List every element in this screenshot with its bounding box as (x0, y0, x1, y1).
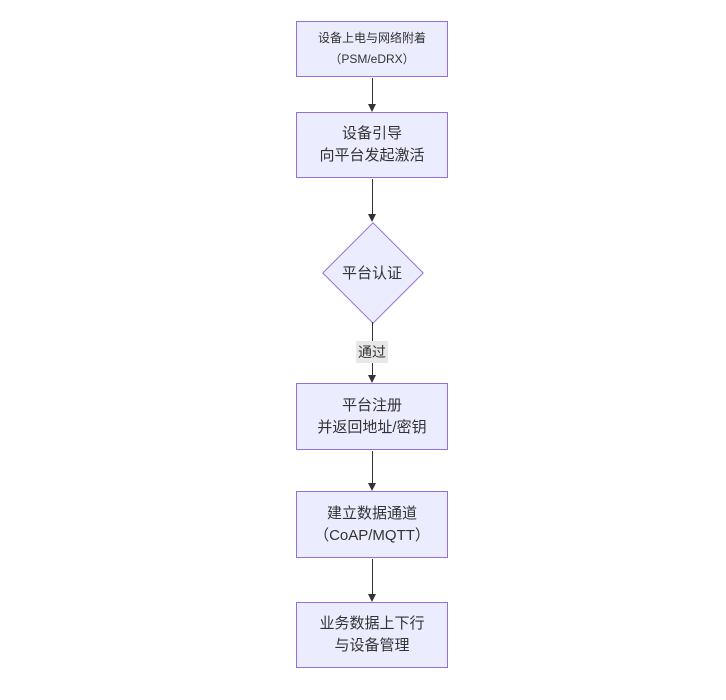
node-data-channel-line1: 建立数据通道 (326, 504, 417, 522)
arrowhead-down-icon (368, 104, 376, 112)
node-data-channel-line2: （CoAP/MQTT） (314, 526, 430, 544)
node-platform-register-line1: 平台注册 (341, 396, 402, 414)
arrow-5 (368, 559, 377, 602)
node-data-channel: 建立数据通道 （CoAP/MQTT） (296, 491, 448, 558)
node-business-data: 业务数据上下行 与设备管理 (296, 602, 448, 668)
node-power-attach: 设备上电与网络附着 （PSM/eDRX） (296, 21, 448, 77)
arrow-4-line (372, 451, 373, 484)
edge-label-pass: 通过 (356, 341, 388, 363)
arrow-4 (368, 451, 377, 491)
node-bootstrap-activate-line2: 向平台发起激活 (319, 147, 425, 164)
node-power-attach-line2: （PSM/eDRX） (329, 52, 415, 66)
node-business-data-line1: 业务数据上下行 (319, 615, 425, 632)
decision-platform-auth-label: 平台认证 (341, 264, 402, 282)
arrow-1-line (372, 78, 373, 105)
arrow-2 (368, 179, 377, 222)
node-power-attach-line1: 设备上电与网络附着 (317, 31, 426, 45)
arrowhead-down-icon (368, 214, 376, 222)
arrowhead-down-icon (368, 483, 376, 491)
node-platform-register-line2: 并返回地址/密钥 (317, 418, 427, 436)
arrowhead-down-icon (368, 375, 376, 383)
node-business-data-line2: 与设备管理 (334, 637, 410, 654)
arrow-1 (368, 78, 377, 112)
arrow-2-line (372, 179, 373, 215)
arrowhead-down-icon (368, 594, 376, 602)
node-bootstrap-activate-line1: 设备引导 (341, 125, 402, 142)
node-bootstrap-activate: 设备引导 向平台发起激活 (296, 112, 448, 178)
decision-platform-auth: 平台认证 (321, 221, 424, 324)
arrow-5-line (372, 559, 373, 595)
node-platform-register: 平台注册 并返回地址/密钥 (296, 383, 448, 450)
